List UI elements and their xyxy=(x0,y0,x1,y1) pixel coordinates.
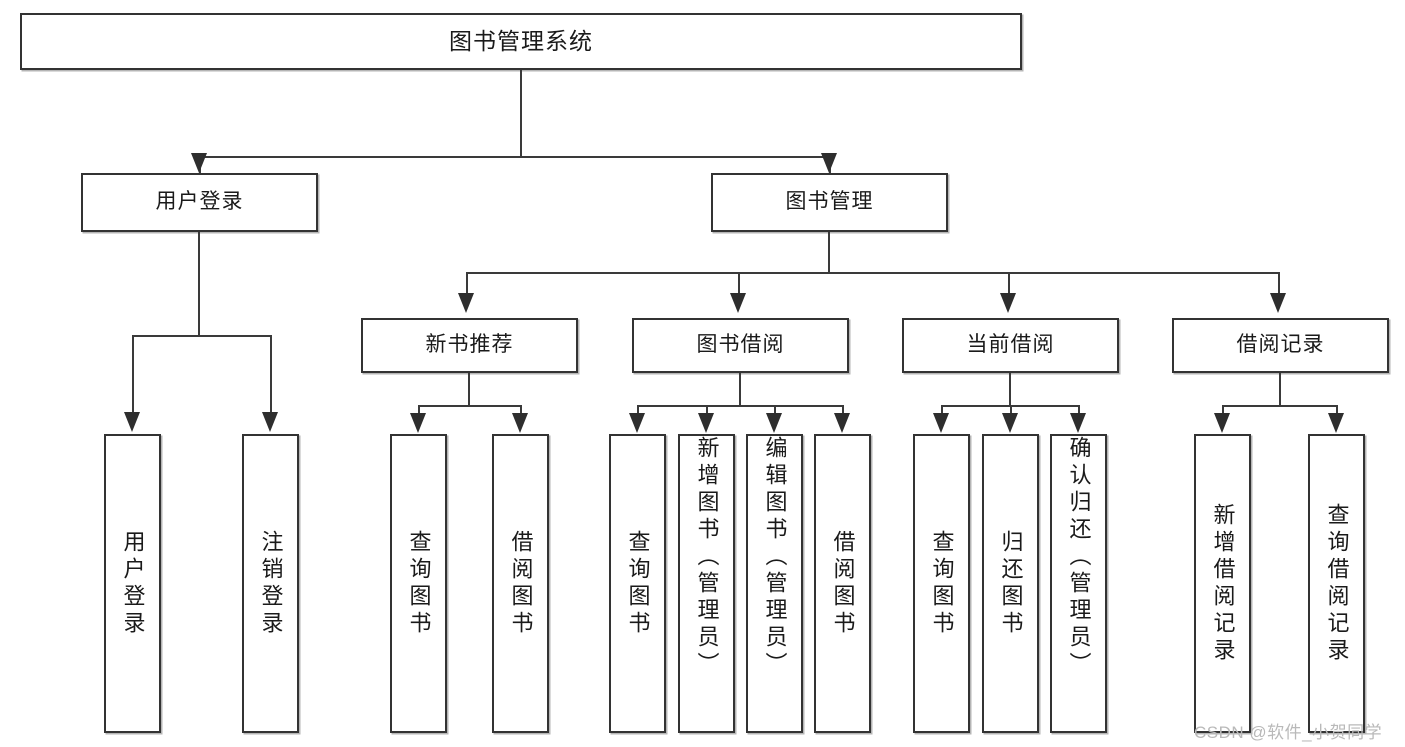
connector-bb-stem xyxy=(739,373,741,406)
arrow-nbr-leaf-2 xyxy=(512,413,528,433)
connector-nbr-drop-2 xyxy=(520,405,522,416)
node-label: 借阅记录 xyxy=(1236,333,1325,357)
node-label: 编辑图书（管理员） xyxy=(762,436,788,679)
connector-bm-drop-1 xyxy=(466,272,468,296)
arrow-cb-leaf-2 xyxy=(1002,413,1018,433)
leaf-confirm-return-admin[interactable]: 确认归还（管理员） xyxy=(1050,434,1107,733)
connector-br-drop-1 xyxy=(1222,405,1224,416)
node-book-management[interactable]: 图书管理 xyxy=(711,173,948,232)
connector-bb-drop-3 xyxy=(774,405,776,416)
node-new-book-recommend[interactable]: 新书推荐 xyxy=(361,318,578,373)
connector-nbr-stem xyxy=(468,373,470,406)
node-label: 图书借阅 xyxy=(696,333,785,357)
node-label: 查询借阅记录 xyxy=(1324,502,1350,665)
node-label: 图书管理 xyxy=(785,190,874,214)
node-user-login[interactable]: 用户登录 xyxy=(81,173,318,232)
node-current-borrow[interactable]: 当前借阅 xyxy=(902,318,1119,373)
node-root-book-management-system[interactable]: 图书管理系统 xyxy=(20,13,1022,70)
node-label: 用户登录 xyxy=(155,190,244,214)
arrow-to-logout-leaf xyxy=(262,412,278,432)
leaf-query-borrow-record[interactable]: 查询借阅记录 xyxy=(1308,434,1365,733)
connector-nbr-bus xyxy=(418,405,522,407)
arrow-to-user-login xyxy=(191,153,207,173)
connector-root-stem xyxy=(520,70,522,157)
arrow-nbr-leaf-1 xyxy=(410,413,426,433)
connector-user-login-stem xyxy=(198,232,200,336)
arrow-to-user-login-leaf xyxy=(124,412,140,432)
connector-br-drop-2 xyxy=(1336,405,1338,416)
arrow-br-leaf-1 xyxy=(1214,413,1230,433)
node-label: 归还图书 xyxy=(998,529,1024,638)
arrow-to-current-borrow xyxy=(1000,293,1016,313)
arrow-cb-leaf-3 xyxy=(1070,413,1086,433)
leaf-user-login[interactable]: 用户登录 xyxy=(104,434,161,733)
arrow-to-new-book-recommend xyxy=(458,293,474,313)
node-label: 确认归还（管理员） xyxy=(1066,436,1092,679)
connector-book-management-stem xyxy=(828,232,830,274)
arrow-bb-leaf-2 xyxy=(698,413,714,433)
node-borrow-record[interactable]: 借阅记录 xyxy=(1172,318,1389,373)
leaf-query-book-nbr[interactable]: 查询图书 xyxy=(390,434,447,733)
node-label: 图书管理系统 xyxy=(449,28,593,55)
leaf-borrow-book-bb[interactable]: 借阅图书 xyxy=(814,434,871,733)
arrow-bb-leaf-4 xyxy=(834,413,850,433)
connector-bb-drop-1 xyxy=(637,405,639,416)
connector-bb-drop-2 xyxy=(706,405,708,416)
node-label: 查询图书 xyxy=(929,529,955,638)
leaf-logout[interactable]: 注销登录 xyxy=(242,434,299,733)
node-label: 用户登录 xyxy=(120,529,146,638)
leaf-query-book-cb[interactable]: 查询图书 xyxy=(913,434,970,733)
connector-br-bus xyxy=(1222,405,1338,407)
connector-cb-drop-1 xyxy=(941,405,943,416)
connector-root-bus xyxy=(199,156,833,158)
node-label: 借阅图书 xyxy=(830,529,856,638)
connector-nbr-drop-1 xyxy=(418,405,420,416)
connector-user-login-drop-2 xyxy=(270,335,272,415)
node-label: 新增图书（管理员） xyxy=(694,436,720,679)
connector-cb-drop-2 xyxy=(1010,405,1012,416)
connector-bb-bus xyxy=(637,405,844,407)
leaf-return-book[interactable]: 归还图书 xyxy=(982,434,1039,733)
connector-user-login-drop-1 xyxy=(132,335,134,415)
leaf-add-borrow-record[interactable]: 新增借阅记录 xyxy=(1194,434,1251,733)
connector-br-stem xyxy=(1279,373,1281,406)
connector-user-login-bus xyxy=(132,335,272,337)
connector-bb-drop-4 xyxy=(842,405,844,416)
connector-bm-drop-3 xyxy=(1008,272,1010,296)
arrow-to-book-management xyxy=(821,153,837,173)
connector-cb-stem xyxy=(1009,373,1011,406)
node-label: 新书推荐 xyxy=(425,333,514,357)
node-label: 查询图书 xyxy=(625,529,651,638)
connector-cb-drop-3 xyxy=(1078,405,1080,416)
node-label: 注销登录 xyxy=(258,529,284,638)
arrow-bb-leaf-1 xyxy=(629,413,645,433)
leaf-edit-book-admin[interactable]: 编辑图书（管理员） xyxy=(746,434,803,733)
leaf-borrow-book-nbr[interactable]: 借阅图书 xyxy=(492,434,549,733)
connector-bm-drop-4 xyxy=(1278,272,1280,296)
node-label: 查询图书 xyxy=(406,529,432,638)
arrow-cb-leaf-1 xyxy=(933,413,949,433)
arrow-bb-leaf-3 xyxy=(766,413,782,433)
leaf-add-book-admin[interactable]: 新增图书（管理员） xyxy=(678,434,735,733)
arrow-to-borrow-record xyxy=(1270,293,1286,313)
connector-bm-drop-2 xyxy=(738,272,740,296)
arrow-br-leaf-2 xyxy=(1328,413,1344,433)
node-label: 新增借阅记录 xyxy=(1210,502,1236,665)
arrow-to-book-borrow xyxy=(730,293,746,313)
node-book-borrow[interactable]: 图书借阅 xyxy=(632,318,849,373)
connector-book-management-bus xyxy=(466,272,1280,274)
leaf-query-book-bb[interactable]: 查询图书 xyxy=(609,434,666,733)
node-label: 借阅图书 xyxy=(508,529,534,638)
watermark-csdn: CSDN @软件_小贺同学 xyxy=(1194,723,1383,742)
node-label: 当前借阅 xyxy=(966,333,1055,357)
